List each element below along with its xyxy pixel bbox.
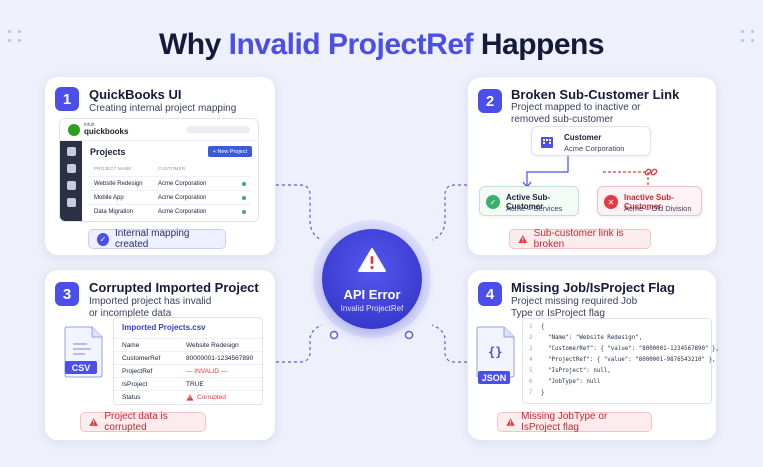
csv-label: CSV bbox=[65, 361, 97, 374]
api-error-title: API Error bbox=[343, 287, 401, 302]
quickbooks-logo-icon bbox=[68, 124, 80, 136]
status-missing-flag: Missing JobType or IsProject flag bbox=[497, 411, 652, 433]
row-customer: Acme Corporation bbox=[158, 181, 207, 187]
column-customer: CUSTOMER bbox=[158, 166, 186, 171]
close-icon: ✕ bbox=[604, 195, 618, 209]
card3-subtitle-2: or incomplete data bbox=[89, 308, 172, 319]
card-broken-sub-customer: 2 Broken Sub-Customer Link Project mappe… bbox=[467, 76, 717, 256]
connector-node-4 bbox=[404, 330, 414, 340]
step-number-4: 4 bbox=[478, 282, 502, 306]
inactive-sub-customer-name: Acme – Old Division bbox=[624, 204, 692, 213]
table-row[interactable]: Data Migration Acme Corporation bbox=[88, 204, 252, 218]
card3-title: Corrupted Imported Project bbox=[89, 280, 259, 295]
home-icon[interactable] bbox=[66, 147, 76, 156]
json-label: JSON bbox=[478, 371, 510, 384]
broken-link-icon bbox=[644, 168, 658, 176]
connector-2 bbox=[431, 184, 467, 241]
table-row[interactable]: Mobile App Acme Corporation bbox=[88, 190, 252, 204]
csv-file-icon: CSV bbox=[64, 326, 104, 378]
json-code-block: 1{ 2 "Name": "Website Redesign", 3 "Cust… bbox=[522, 318, 719, 404]
status-link-broken: Sub-customer link is broken bbox=[509, 228, 651, 250]
connector-1 bbox=[276, 184, 323, 241]
table-row: Status Corrupted bbox=[114, 390, 262, 403]
connector-3 bbox=[276, 324, 323, 363]
quickbooks-search-bar[interactable] bbox=[186, 126, 250, 133]
status-dot bbox=[242, 196, 246, 200]
warning-icon bbox=[506, 418, 515, 426]
node-customer: Customer Acme Corporation bbox=[531, 126, 651, 156]
title-prefix: Why bbox=[158, 28, 229, 61]
quickbooks-sidebar bbox=[60, 141, 82, 221]
status-text: Missing JobType or IsProject flag bbox=[521, 411, 608, 433]
step-number-1: 1 bbox=[55, 87, 79, 111]
customer-title: Customer bbox=[564, 133, 602, 142]
card1-subtitle: Creating internal project mapping bbox=[89, 103, 237, 114]
inactive-sub-customer-title: Inactive Sub-Customer bbox=[624, 193, 674, 211]
node-active-sub-customer: ✓ Active Sub-Customer Acme – Services bbox=[479, 186, 579, 216]
decorative-dots-left bbox=[8, 30, 22, 42]
people-icon[interactable] bbox=[66, 164, 76, 173]
building-icon bbox=[541, 137, 553, 148]
status-dot bbox=[242, 210, 246, 214]
api-error-circle: API Error Invalid ProjectRef bbox=[322, 229, 422, 329]
step-number-3: 3 bbox=[55, 282, 79, 306]
json-file-icon: {} JSON bbox=[476, 326, 516, 384]
check-icon: ✓ bbox=[97, 232, 109, 246]
warning-icon bbox=[89, 418, 98, 426]
status-data-corrupted: Project data is corrupted bbox=[80, 411, 206, 433]
step-number-2: 2 bbox=[478, 89, 502, 113]
status-mapping-created: ✓ Internal mapping created bbox=[88, 228, 226, 250]
projects-heading: Projects bbox=[90, 147, 126, 157]
active-sub-customer-name: Acme – Services bbox=[506, 204, 563, 213]
card1-title: QuickBooks UI bbox=[89, 87, 182, 102]
column-project-name: PROJECT NAME bbox=[94, 166, 132, 171]
svg-text:{}: {} bbox=[488, 345, 502, 359]
card2-title: Broken Sub-Customer Link bbox=[511, 87, 680, 102]
card3-subtitle-1: Imported project has invalid bbox=[89, 296, 212, 307]
row-project: Data Migration bbox=[94, 209, 134, 215]
status-dot bbox=[242, 182, 246, 186]
table-row: ProjectRef— INVALID — bbox=[114, 364, 262, 377]
title-accent: Invalid ProjectRef bbox=[228, 28, 474, 61]
table-row[interactable]: Website Redesign Acme Corporation bbox=[88, 176, 252, 190]
decorative-dots-right bbox=[741, 30, 755, 42]
row-project: Mobile App bbox=[94, 195, 124, 201]
page-title: Why Invalid ProjectRef Happens bbox=[0, 28, 763, 62]
new-project-button[interactable]: + New Project bbox=[207, 146, 252, 157]
row-project: Website Redesign bbox=[94, 181, 143, 187]
card4-title: Missing Job/IsProject Flag bbox=[511, 280, 675, 295]
node-inactive-sub-customer: ✕ Inactive Sub-Customer Acme – Old Divis… bbox=[597, 186, 702, 216]
status-text: Internal mapping created bbox=[114, 228, 190, 250]
chart-icon[interactable] bbox=[66, 181, 76, 190]
customer-name: Acme Corporation bbox=[564, 144, 625, 153]
status-text: Project data is corrupted bbox=[104, 411, 168, 433]
card2-subtitle-1: Project mapped to inactive or bbox=[511, 102, 641, 113]
card4-subtitle-1: Project missing required Job bbox=[511, 296, 638, 307]
status-text: Sub-customer link is broken bbox=[533, 228, 624, 250]
card4-subtitle-2: Type or IsProject flag bbox=[511, 308, 605, 319]
connector-node-3 bbox=[329, 330, 339, 340]
check-icon: ✓ bbox=[486, 195, 500, 209]
warning-icon bbox=[518, 235, 528, 243]
row-customer: Acme Corporation bbox=[158, 209, 207, 215]
title-suffix: Happens bbox=[473, 28, 605, 61]
api-error-subtitle: Invalid ProjectRef bbox=[340, 304, 404, 313]
gear-icon[interactable] bbox=[66, 198, 76, 207]
row-customer: Acme Corporation bbox=[158, 195, 207, 201]
csv-filename: Imported Projects.csv bbox=[122, 323, 206, 332]
warning-icon bbox=[358, 248, 386, 272]
card2-subtitle-2: removed sub-customer bbox=[511, 114, 614, 125]
active-sub-customer-title: Active Sub-Customer bbox=[506, 193, 551, 211]
connector-4 bbox=[431, 324, 467, 363]
warning-icon bbox=[186, 394, 194, 401]
